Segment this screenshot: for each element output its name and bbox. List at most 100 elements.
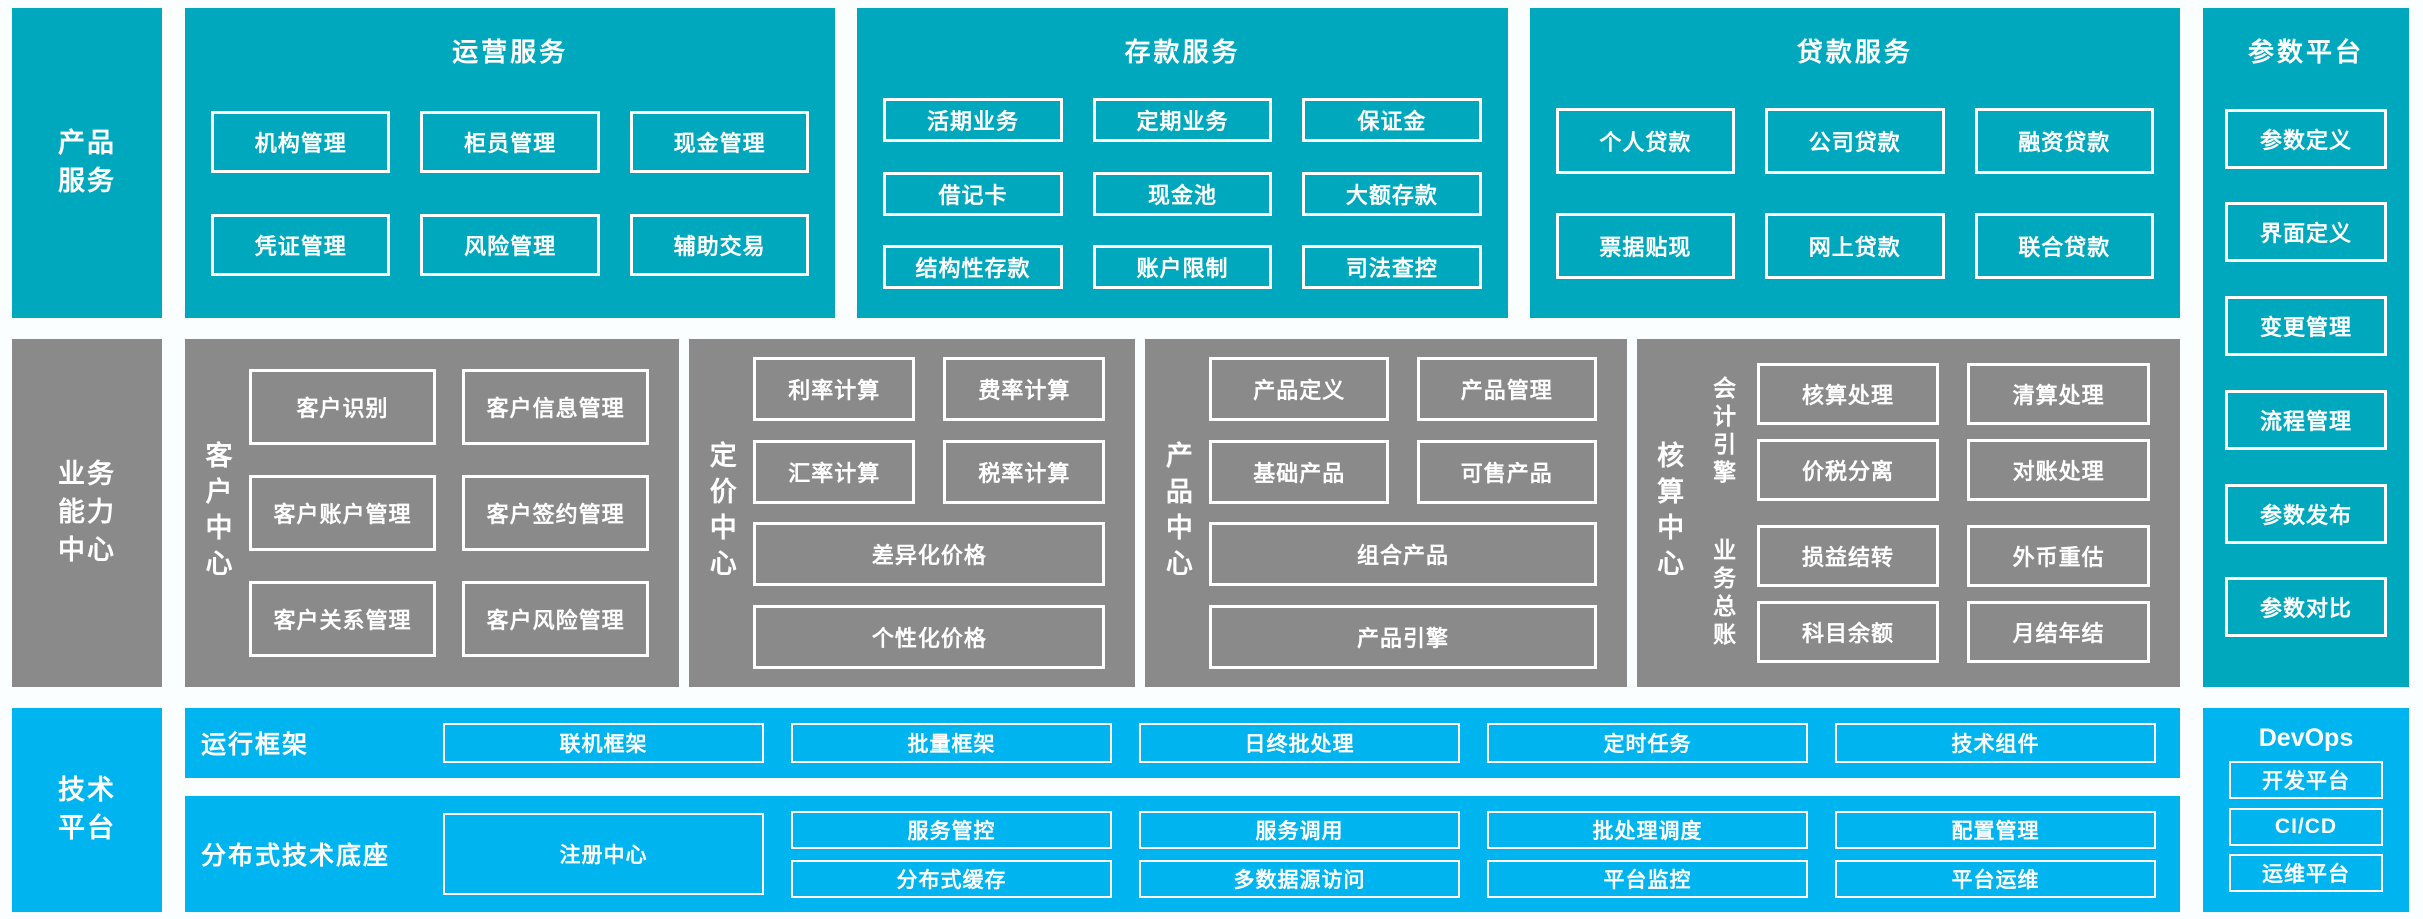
devops-item-ops-platform: 运维平台	[2229, 853, 2383, 892]
param-item-parameter-release: 参数发布	[2225, 483, 2387, 544]
customer-center-label: 客户中心	[201, 441, 232, 585]
param-item-parameter-compare: 参数对比	[2225, 577, 2387, 638]
operations-services-grid: 机构管理 柜员管理 现金管理 凭证管理 风险管理 辅助交易	[185, 69, 835, 318]
acct-item-month-year-end: 月结年结	[1967, 601, 2150, 663]
product-center-label: 产品中心	[1161, 441, 1192, 585]
registry-center-column: 注册中心	[443, 813, 764, 895]
operations-item-institution-mgmt: 机构管理	[211, 110, 391, 173]
customer-center-grid: 客户识别 客户信息管理 客户账户管理 客户签约管理 客户关系管理 客户风险管理	[249, 339, 679, 687]
customer-item-info-mgmt: 客户信息管理	[462, 369, 650, 445]
operations-item-voucher-mgmt: 凭证管理	[211, 214, 391, 277]
section-devops: DevOps 开发平台 CI/CD 运维平台	[2203, 708, 2409, 912]
devops-title: DevOps	[2258, 724, 2354, 753]
product-item-definition: 产品定义	[1209, 357, 1389, 422]
technology-platform-band: 运行框架 联机框架 批量框架 日终批处理 定时任务 技术组件 分布式技术底座 注…	[185, 708, 2180, 912]
product-item-mgmt: 产品管理	[1417, 357, 1597, 422]
pricing-item-fee-calc: 费率计算	[943, 357, 1106, 422]
param-item-interface-definition: 界面定义	[2225, 202, 2387, 263]
runtime-item-online-framework: 联机框架	[443, 723, 764, 763]
pricing-item-differentiated-price: 差异化价格	[753, 522, 1106, 587]
pricing-center-grid: 利率计算 费率计算 汇率计算 税率计算 差异化价格 个性化价格	[753, 339, 1135, 687]
distributed-item-service-invocation: 服务调用	[1139, 810, 1460, 849]
param-item-change-mgmt: 变更管理	[2225, 296, 2387, 357]
loan-item-joint-loan: 联合贷款	[1974, 213, 2154, 279]
loan-services-grid: 个人贷款 公司贷款 融资贷款 票据贴现 网上贷款 联合贷款	[1530, 69, 2180, 318]
row-label-product-services-text: 产品 服务	[58, 128, 116, 196]
distributed-item-config-mgmt: 配置管理	[1835, 810, 2156, 849]
product-item-product-engine: 产品引擎	[1209, 604, 1597, 669]
accounting-center-label: 核算中心	[1653, 441, 1684, 585]
pricing-item-personalized-price: 个性化价格	[753, 604, 1106, 669]
operations-item-cash-mgmt: 现金管理	[629, 110, 810, 173]
accounting-engine-label: 会计引擎	[1709, 376, 1736, 488]
runtime-item-eod-batch: 日终批处理	[1139, 723, 1460, 763]
distributed-item-service-governance: 服务管控	[791, 810, 1112, 849]
distributed-base-label: 分布式技术底座	[201, 842, 391, 870]
customer-item-relationship-mgmt: 客户关系管理	[249, 581, 437, 657]
customer-item-account-mgmt: 客户账户管理	[249, 475, 437, 551]
section-customer-center: 客户中心 客户识别 客户信息管理 客户账户管理 客户签约管理 客户关系管理 客户…	[185, 339, 680, 687]
pricing-item-tax-calc: 税率计算	[943, 439, 1106, 504]
loan-item-corporate-loan: 公司贷款	[1765, 108, 1945, 174]
distributed-column-service-governance: 服务管控 分布式缓存	[791, 810, 1112, 898]
customer-item-identification: 客户识别	[249, 369, 437, 445]
operations-services-title: 运营服务	[452, 37, 569, 67]
distributed-item-multi-datasource-access: 多数据源访问	[1139, 859, 1460, 898]
deposit-item-demand-business: 活期业务	[883, 98, 1063, 143]
distributed-column-config-mgmt: 配置管理 平台运维	[1835, 810, 2156, 898]
devops-item-dev-platform: 开发平台	[2229, 761, 2383, 800]
acct-item-price-tax-separation: 价税分离	[1756, 439, 1940, 501]
runtime-framework-bar: 运行框架 联机框架 批量框架 日终批处理 定时任务 技术组件	[185, 708, 2180, 778]
pricing-item-exchange-calc: 汇率计算	[753, 439, 916, 504]
acct-item-subject-balance: 科目余额	[1756, 601, 1940, 663]
acct-item-pl-carryover: 损益结转	[1756, 525, 1940, 587]
accounting-engine-grid: 核算处理 清算处理 价税分离 对账处理	[1756, 363, 2150, 501]
product-item-basic-product: 基础产品	[1209, 439, 1389, 504]
runtime-framework-label: 运行框架	[201, 731, 310, 759]
distributed-column-service-invocation: 服务调用 多数据源访问	[1139, 810, 1460, 898]
acct-item-clearing-processing: 清算处理	[1967, 363, 2150, 425]
product-services-band: 运营服务 机构管理 柜员管理 现金管理 凭证管理 风险管理 辅助交易 存款服务 …	[185, 8, 2180, 318]
operations-item-teller-mgmt: 柜员管理	[420, 110, 600, 173]
row-label-product-services: 产品 服务	[12, 8, 162, 318]
runtime-item-scheduled-tasks: 定时任务	[1487, 723, 1808, 763]
section-product-center: 产品中心 产品定义 产品管理 基础产品 可售产品 组合产品 产品引擎	[1145, 339, 1627, 687]
loan-services-title: 贷款服务	[1796, 37, 1913, 67]
param-item-parameter-definition: 参数定义	[2225, 108, 2387, 169]
parameter-platform-list: 参数定义 界面定义 变更管理 流程管理 参数发布 参数对比	[2225, 75, 2387, 671]
parameter-platform-title: 参数平台	[2247, 37, 2364, 67]
section-accounting-center: 核算中心 会计引擎 核算处理 清算处理 价税分离 对账处理 业务总账 损益结转 …	[1636, 339, 2180, 687]
runtime-framework-items: 联机框架 批量框架 日终批处理 定时任务 技术组件	[443, 723, 2180, 763]
deposit-item-account-restriction: 账户限制	[1092, 244, 1273, 289]
param-item-process-mgmt: 流程管理	[2225, 389, 2387, 450]
deposit-item-debit-card: 借记卡	[883, 171, 1063, 216]
product-item-sellable-product: 可售产品	[1417, 439, 1597, 504]
distributed-item-registry-center: 注册中心	[443, 813, 764, 895]
deposit-item-judicial-control: 司法查控	[1302, 244, 1482, 289]
business-ledger-label: 业务总账	[1709, 538, 1736, 650]
operations-item-auxiliary-trade: 辅助交易	[629, 214, 810, 277]
section-pricing-center: 定价中心 利率计算 费率计算 汇率计算 税率计算 差异化价格 个性化价格	[689, 339, 1136, 687]
distributed-item-platform-ops: 平台运维	[1835, 859, 2156, 898]
deposit-item-margin: 保证金	[1302, 98, 1482, 143]
deposit-item-structured-deposit: 结构性存款	[883, 244, 1063, 289]
operations-item-risk-mgmt: 风险管理	[420, 214, 600, 277]
acct-item-fx-revaluation: 外币重估	[1967, 525, 2150, 587]
distributed-item-distributed-cache: 分布式缓存	[791, 859, 1112, 898]
accounting-center-body: 会计引擎 核算处理 清算处理 价税分离 对账处理 业务总账 损益结转 外币重估 …	[1701, 339, 2180, 687]
loan-item-bill-discount: 票据贴现	[1555, 213, 1736, 279]
pricing-center-label: 定价中心	[705, 441, 736, 585]
product-center-grid: 产品定义 产品管理 基础产品 可售产品 组合产品 产品引擎	[1209, 339, 1626, 687]
accounting-engine-group: 会计引擎 核算处理 清算处理 价税分离 对账处理	[1701, 363, 2150, 501]
row-label-business-capability-center-text: 业务 能力 中心	[58, 459, 116, 565]
business-ledger-group: 业务总账 损益结转 外币重估 科目余额 月结年结	[1701, 525, 2150, 663]
product-item-combined-product: 组合产品	[1209, 522, 1597, 587]
deposit-services-title: 存款服务	[1124, 37, 1241, 67]
customer-item-risk-mgmt: 客户风险管理	[462, 581, 650, 657]
distributed-column-batch-scheduling: 批处理调度 平台监控	[1487, 810, 1808, 898]
row-label-technology-platform-text: 技术 平台	[58, 775, 116, 843]
row-label-technology-platform: 技术 平台	[12, 708, 162, 912]
distributed-base-bar: 分布式技术底座 注册中心 服务管控 分布式缓存 服务调用 多数据源访问 批处理调…	[185, 796, 2180, 912]
runtime-item-tech-components: 技术组件	[1835, 723, 2156, 763]
